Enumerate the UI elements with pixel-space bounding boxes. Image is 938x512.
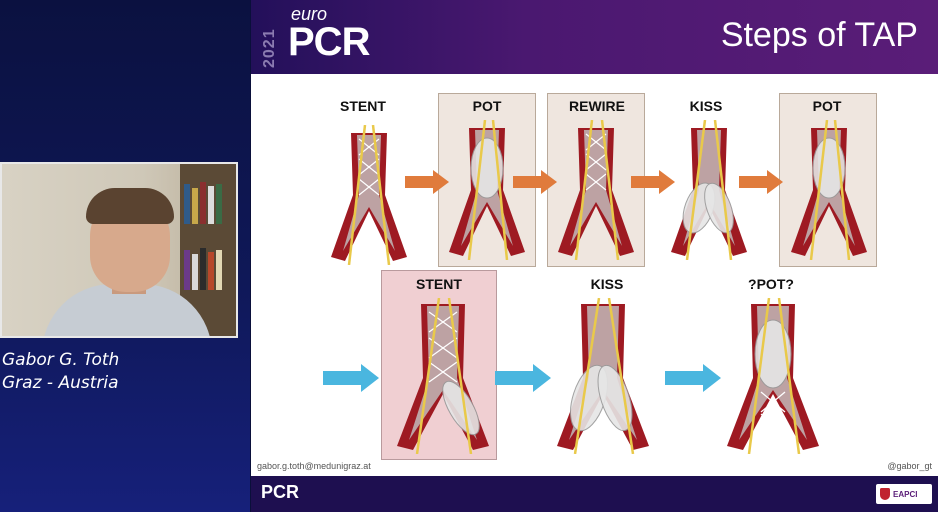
step-label: POT xyxy=(812,98,842,114)
slide-header: 2021 euro PCR Steps of TAP xyxy=(251,0,938,74)
book xyxy=(208,252,214,290)
rewire-illustration xyxy=(558,120,634,260)
book xyxy=(200,182,206,224)
logo-pcr: PCR xyxy=(288,20,370,64)
presenter-location: Graz - Austria xyxy=(2,373,119,393)
arrow-right-icon xyxy=(513,170,557,194)
book xyxy=(216,184,222,224)
pot-final-illustration xyxy=(791,120,867,260)
presenter-name: Gabor G. Toth xyxy=(2,350,120,370)
footer-pcr-logo: PCR xyxy=(261,482,300,502)
book xyxy=(216,250,222,290)
arrow-right-icon xyxy=(665,364,721,392)
pot-illustration xyxy=(449,120,525,260)
bifurcation-stent-illustration xyxy=(331,125,407,265)
step-label: ?POT? xyxy=(748,276,794,292)
arrow-right-icon xyxy=(631,170,675,194)
arrow-right-icon xyxy=(405,170,449,194)
slide-title: Steps of TAP xyxy=(720,16,918,54)
presenter-email: gabor.g.toth@medunigraz.at xyxy=(257,461,371,471)
presenter-panel: Gabor G. Toth Graz - Austria xyxy=(0,0,250,512)
book xyxy=(192,188,198,224)
eapci-logo: EAPCI xyxy=(876,484,932,504)
step-label: KISS xyxy=(689,98,723,114)
step-label: REWIRE xyxy=(569,98,625,114)
arrow-right-icon xyxy=(739,170,783,194)
arrow-right-icon xyxy=(323,364,379,392)
kiss-row2-illustration xyxy=(557,298,649,454)
step-label: KISS xyxy=(590,276,624,292)
presenter-twitter: @gabor_gt xyxy=(887,461,932,471)
slide: 2021 euro PCR Steps of TAP STENT POT REW… xyxy=(251,0,938,512)
pot-question-illustration xyxy=(727,298,819,454)
book xyxy=(208,186,214,224)
step-label: POT xyxy=(472,98,502,114)
step-label: STENT xyxy=(416,276,462,292)
presenter-webcam-video xyxy=(0,162,238,338)
presenter-hair xyxy=(86,188,174,224)
eapci-text: EAPCI xyxy=(893,489,918,499)
arrow-right-icon xyxy=(495,364,551,392)
book xyxy=(192,254,198,290)
eapci-shield-icon xyxy=(880,488,890,500)
stent-row2-illustration xyxy=(397,298,489,454)
slide-footer: PCR EAPCI xyxy=(251,476,938,512)
logo-euro: euro xyxy=(291,4,328,24)
book xyxy=(184,184,190,224)
kiss-illustration xyxy=(671,120,747,260)
step-label: STENT xyxy=(340,98,386,114)
book xyxy=(200,248,206,290)
book xyxy=(184,250,190,290)
logo-year: 2021 xyxy=(261,28,278,68)
